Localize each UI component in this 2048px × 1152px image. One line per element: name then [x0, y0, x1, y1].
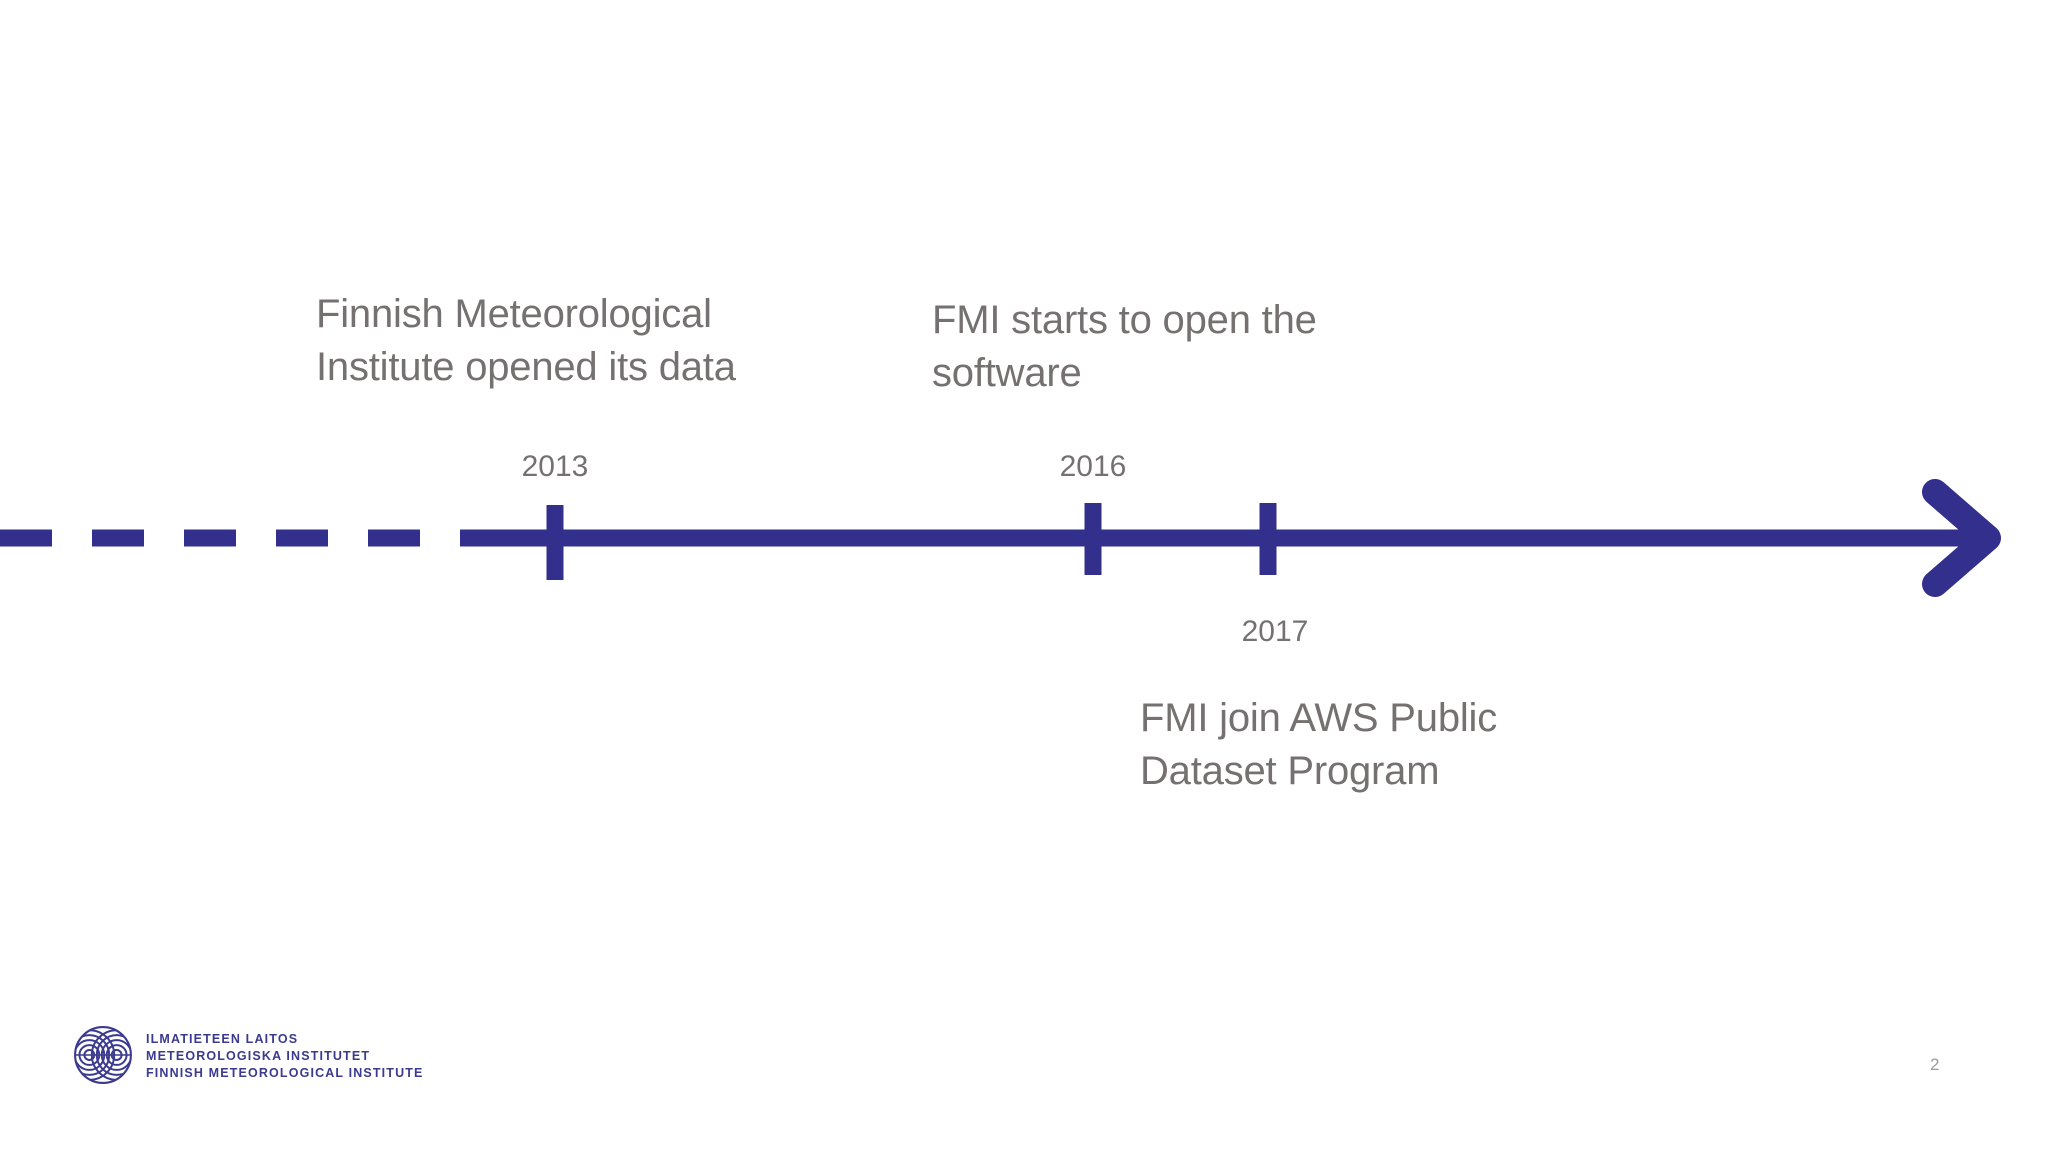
event-description-2017: FMI join AWS Public Dataset Program	[1140, 696, 1498, 793]
logo-line-fi: ILMATIETEEN LAITOS	[146, 1032, 299, 1046]
logo-line-sv: METEOROLOGISKA INSTITUTET	[146, 1049, 371, 1063]
page-number: 2	[1930, 1055, 1940, 1074]
event-description-2013: Finnish Meteorological Institute opened …	[316, 292, 736, 389]
event-description-2016: FMI starts to open the software	[932, 298, 1317, 395]
fmi-logo: ILMATIETEEN LAITOS METEOROLOGISKA INSTIT…	[72, 1024, 424, 1086]
timeline-arrow-head-icon	[1922, 479, 2001, 597]
year-label-2017: 2017	[1241, 615, 1309, 648]
fmi-isobar-circle-icon	[74, 1026, 132, 1084]
logo-line-en: FINNISH METEOROLOGICAL INSTITUTE	[146, 1066, 424, 1080]
year-label-2013: 2013	[521, 450, 589, 483]
year-label-2016: 2016	[1059, 450, 1127, 483]
fmi-logo-text: ILMATIETEEN LAITOS METEOROLOGISKA INSTIT…	[146, 1030, 424, 1080]
